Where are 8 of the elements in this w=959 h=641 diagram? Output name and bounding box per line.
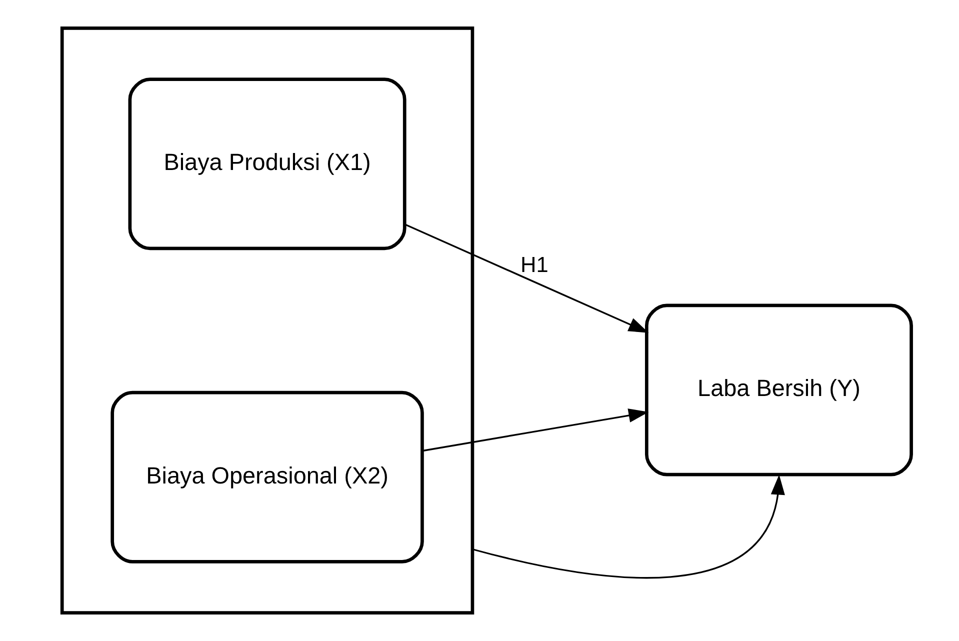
arrow [422, 408, 648, 452]
node-box: Laba Bersih (Y) [644, 304, 912, 476]
node-box: Biaya Produksi (X1) [128, 78, 406, 250]
edge-label: H1 [520, 252, 548, 277]
cluster [60, 26, 474, 614]
arrow [404, 224, 648, 333]
node-box: Biaya Operasional (X2) [110, 390, 424, 564]
arrow [472, 474, 784, 579]
